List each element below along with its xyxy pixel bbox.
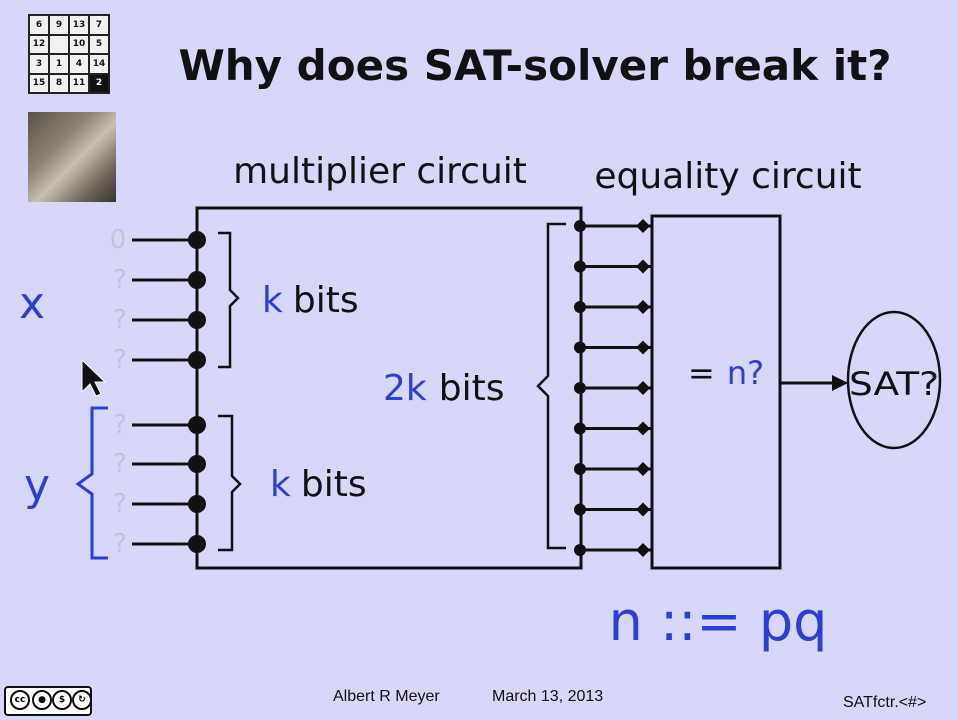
sat-label: SAT? [849,365,939,403]
puzzle-tile [50,35,68,53]
puzzle-tile: 5 [90,35,108,53]
output-wire-diamond [636,300,650,314]
puzzle-tile: 9 [50,16,68,34]
equality-circuit-label: equality circuit [594,156,861,197]
n-question: n? [727,354,764,392]
equals-n-label: = n? [688,354,764,392]
two-k-bits-label: 2k bits [383,368,505,409]
y-bit-mark-4: ? [113,529,127,559]
output-wire-diamond [636,421,650,436]
nc-icon: $ [52,690,72,710]
puzzle-tile: 11 [70,74,88,92]
output-wire-dot [574,220,586,232]
footer-date: March 13, 2013 [492,688,604,705]
output-wire-diamond [636,381,650,395]
output-wire-diamond [636,462,650,476]
k-bits-bottom-k: k [270,464,291,505]
output-wire-dot [574,503,586,516]
output-wire-dot [574,422,586,435]
puzzle-tile: 12 [30,35,48,53]
y-input-wires [132,423,197,546]
output-wire-dot [574,341,586,354]
slide-title: Why does SAT-solver break it? [178,41,891,90]
puzzle-tile: 15 [30,74,48,92]
x-bit-mark-2: ? [113,265,127,295]
two-k-bits-k: 2k [383,368,427,409]
puzzle-tile: 8 [50,74,68,92]
sat-oval [846,310,942,450]
two-k-bits-bits: bits [439,368,505,409]
output-wire-diamond [636,219,650,233]
creative-commons-license-icon: cc ● $ ↻ [4,686,92,716]
x-variable-label: x [19,278,45,329]
k-bits-bottom-brace [218,414,242,552]
output-arrowhead [832,375,848,391]
sa-icon: ↻ [72,690,92,710]
output-wire-dot [574,463,586,475]
by-icon: ● [32,690,52,710]
x-bit-mark-4: ? [113,345,127,375]
multiplier-circuit-label: multiplier circuit [233,151,527,192]
y-input-dots [188,416,206,553]
puzzle-tile: 10 [70,35,88,53]
k-bits-top-brace [218,231,240,369]
k-bits-top-bits: bits [293,280,359,321]
k-bits-top-k: k [262,280,283,321]
footer-slide-id: SATfctr.<#> [843,694,927,711]
y-bit-mark-3: ? [113,489,127,519]
equals-sign: = [688,354,715,392]
output-wire-diamond [636,259,650,274]
x-bit-mark-1: 0 [110,225,127,255]
output-wire-dot [574,301,586,313]
output-wire-diamond [636,502,650,517]
mouse-cursor-icon [81,358,107,397]
output-wire-dot [574,382,586,394]
output-wire-diamond [636,543,650,557]
k-bits-bottom-bits: bits [301,464,367,505]
puzzle-tile: 13 [70,16,88,34]
y-variable-label: y [24,460,50,511]
x-input-dots [188,231,206,369]
equality-circuit-box [650,214,782,570]
y-bit-mark-2: ? [113,449,127,479]
output-wire-diamond [636,340,650,355]
output-wires [574,219,652,557]
puzzle-tile: 3 [30,55,48,73]
two-k-bits-brace [536,222,566,550]
puzzle-tile: 6 [30,16,48,34]
puzzle-tile: 1 [50,55,68,73]
puzzle-tile: 14 [90,55,108,73]
output-wire-dot [574,544,586,556]
webcam-video-thumbnail [28,112,116,202]
y-brace [75,406,108,560]
x-input-wires [132,238,197,362]
y-bit-mark-1: ? [113,410,127,440]
footer-author: Albert R Meyer [333,688,440,705]
puzzle-tile: 7 [90,16,108,34]
output-wire-dot [574,260,586,273]
puzzle-tile: 2 [90,74,108,92]
puzzle-tile: 4 [70,55,88,73]
x-bit-mark-3: ? [113,305,127,335]
equation-n-equals-pq: n ::= pq [609,590,828,653]
cc-icon: cc [10,690,30,710]
